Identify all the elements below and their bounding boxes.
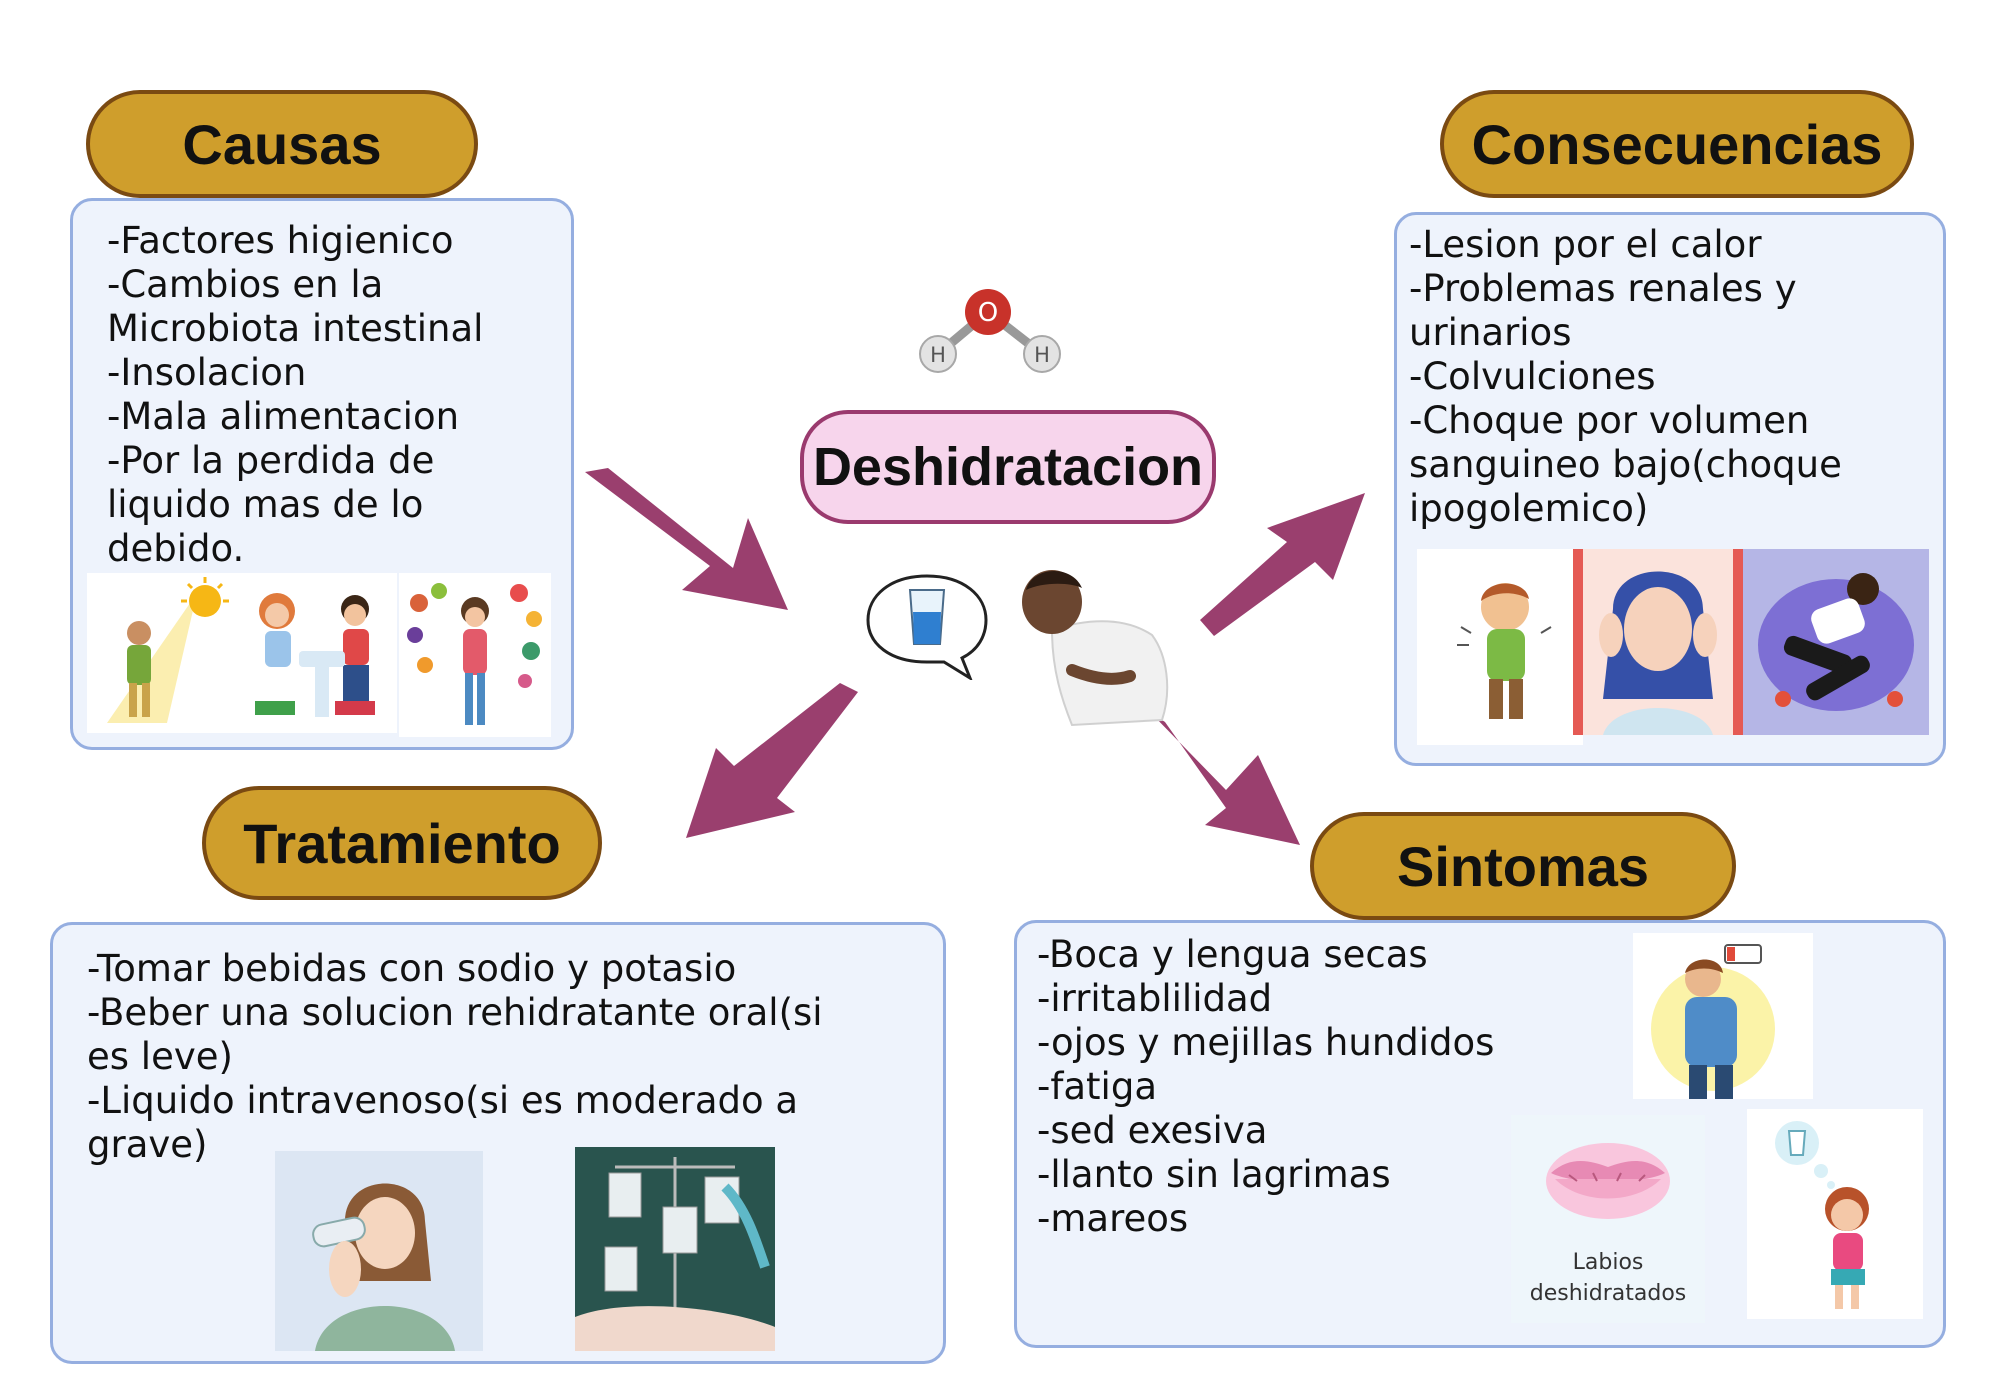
list-item: -Problemas renales y xyxy=(1409,267,1797,310)
tratamiento-list: -Tomar bebidas con sodio y potasio -Bebe… xyxy=(87,947,823,1167)
list-item: -Cambios en la xyxy=(107,263,384,306)
hydrogen-atom-right xyxy=(1023,335,1061,373)
list-item: -Por la perdida de xyxy=(107,439,435,482)
consecuencias-label: Consecuencias xyxy=(1440,90,1914,198)
arrow-to-tratamiento xyxy=(686,683,858,838)
causas-box: -Factores higienico -Cambios en la Micro… xyxy=(70,198,574,750)
hydrogen-atom-left xyxy=(919,335,957,373)
list-item: debido. xyxy=(107,527,245,570)
list-item: ipogolemico) xyxy=(1409,487,1649,530)
oxygen-label: O xyxy=(978,298,998,328)
list-item: liquido mas de lo xyxy=(107,483,424,526)
arrow-to-sintomas xyxy=(1150,712,1300,845)
list-item: -Beber una solucion rehidratante oral(si xyxy=(87,991,823,1034)
bad-food-illustration xyxy=(399,573,551,737)
dry-lips-caption: Labios deshidratados xyxy=(1511,1247,1705,1309)
list-item: grave) xyxy=(87,1123,208,1166)
seizure-illustration xyxy=(1743,549,1929,735)
shivering-boy-illustration xyxy=(1417,549,1583,745)
dry-lips-panel: Labios deshidratados xyxy=(1511,1115,1705,1323)
list-item: -Colvulciones xyxy=(1409,355,1656,398)
center-title: Deshidratacion xyxy=(800,410,1216,524)
list-item: -Liquido intravenoso(si es moderado a xyxy=(87,1079,799,1122)
kids-washing-hands-illustration xyxy=(237,573,397,733)
list-item: -Lesion por el calor xyxy=(1409,223,1762,266)
woman-drinking-illustration xyxy=(275,1151,483,1351)
causas-label: Causas xyxy=(86,90,478,198)
list-item: es leve) xyxy=(87,1035,233,1078)
oxygen-atom xyxy=(965,289,1011,335)
hydrogen-label-right: H xyxy=(1034,343,1050,367)
list-item: -fatiga xyxy=(1037,1065,1157,1108)
list-item: -Insolacion xyxy=(107,351,307,394)
list-item: -sed exesiva xyxy=(1037,1109,1268,1152)
arrow-to-consecuencias xyxy=(1200,493,1365,636)
list-item: urinarios xyxy=(1409,311,1572,354)
sick-man-illustration xyxy=(1022,570,1169,727)
list-item: -irritablilidad xyxy=(1037,977,1273,1020)
water-molecule: O H H xyxy=(919,289,1061,373)
caption-line: Labios xyxy=(1572,1250,1644,1275)
list-item: -Tomar bebidas con sodio y potasio xyxy=(87,947,737,990)
headache-woman-illustration xyxy=(1573,549,1743,735)
arrow-from-causas xyxy=(585,468,788,610)
list-item: Microbiota intestinal xyxy=(107,307,484,350)
caption-line: deshidratados xyxy=(1529,1281,1687,1306)
sintomas-list: -Boca y lengua secas -irritablilidad -oj… xyxy=(1037,933,1494,1241)
list-item: -ojos y mejillas hundidos xyxy=(1037,1021,1495,1064)
list-item: -llanto sin lagrimas xyxy=(1037,1153,1391,1196)
speech-bubble-water-glass xyxy=(866,574,988,680)
tratamiento-label: Tratamiento xyxy=(202,786,602,900)
tratamiento-box: -Tomar bebidas con sodio y potasio -Bebe… xyxy=(50,922,946,1364)
causas-list: -Factores higienico -Cambios en la Micro… xyxy=(107,219,483,571)
sintomas-box: -Boca y lengua secas -irritablilidad -oj… xyxy=(1014,920,1946,1348)
tired-man-illustration xyxy=(1633,933,1813,1099)
list-item: -Choque por volumen xyxy=(1409,399,1810,442)
list-item: sanguineo bajo(choque xyxy=(1409,443,1842,486)
list-item: -Mala alimentacion xyxy=(107,395,460,438)
hydrogen-label-left: H xyxy=(930,343,946,367)
thirsty-girl-illustration xyxy=(1747,1109,1923,1319)
iv-fluids-illustration xyxy=(575,1147,775,1351)
list-item: -Boca y lengua secas xyxy=(1037,933,1428,976)
dry-lips-illustration xyxy=(1546,1143,1670,1219)
consecuencias-list: -Lesion por el calor -Problemas renales … xyxy=(1409,223,1842,531)
list-item: -Factores higienico xyxy=(107,219,454,262)
consecuencias-box: -Lesion por el calor -Problemas renales … xyxy=(1394,212,1946,766)
list-item: -mareos xyxy=(1037,1197,1189,1240)
sintomas-label: Sintomas xyxy=(1310,812,1736,920)
sun-heat-illustration xyxy=(87,573,237,733)
